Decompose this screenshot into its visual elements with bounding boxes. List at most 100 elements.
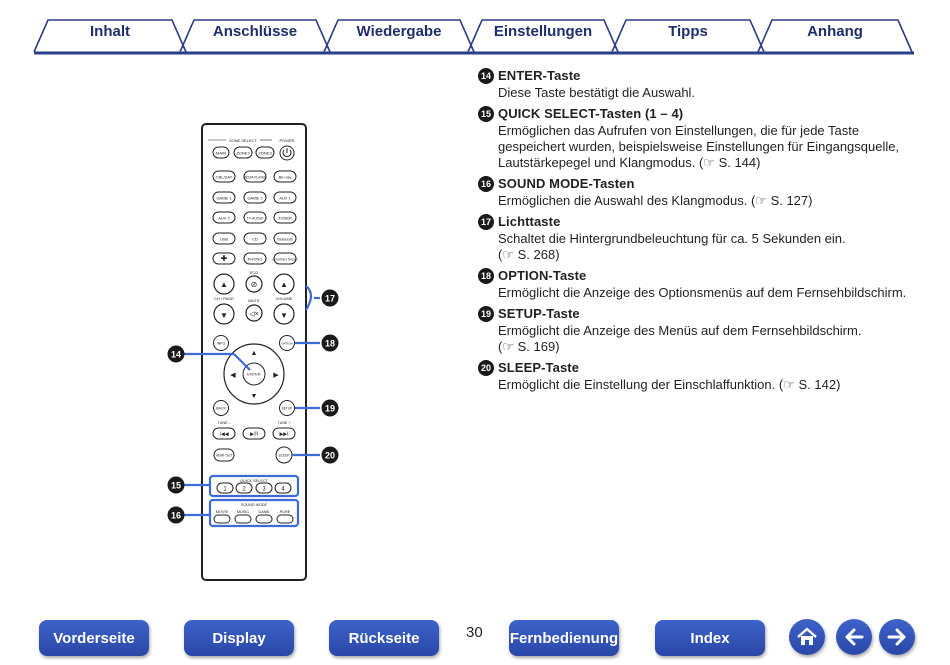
svg-text:MEDIA PLAYER: MEDIA PLAYER bbox=[243, 176, 267, 180]
svg-text:ZONE3: ZONE3 bbox=[258, 151, 272, 156]
item-number: 17 bbox=[478, 213, 494, 230]
svg-text:AUX 2: AUX 2 bbox=[218, 216, 230, 221]
home-icon bbox=[797, 627, 817, 645]
svg-text:GAME 1: GAME 1 bbox=[216, 196, 232, 201]
page-reference-link[interactable]: (☞ S. 142) bbox=[778, 377, 841, 392]
tab-anschluesse[interactable]: Anschlüsse bbox=[212, 23, 298, 40]
nav-index-button[interactable]: Index bbox=[655, 620, 765, 656]
item-description: Ermöglicht die Anzeige des Menüs auf dem… bbox=[498, 323, 862, 338]
item-number: 15 bbox=[478, 105, 494, 122]
top-tab-bar: Inhalt Anschlüsse Wiedergabe Einstellung… bbox=[0, 0, 950, 56]
svg-text:TUNER: TUNER bbox=[278, 216, 292, 221]
svg-text:SETUP: SETUP bbox=[282, 407, 293, 411]
item-title: SOUND MODE-Tasten bbox=[498, 176, 635, 191]
svg-text:▲: ▲ bbox=[251, 350, 258, 357]
favorite-icon: ✚ bbox=[221, 254, 228, 263]
arrow-right-icon bbox=[887, 628, 906, 646]
svg-text:ZONE2: ZONE2 bbox=[236, 151, 250, 156]
hdmi-out-button bbox=[213, 448, 235, 462]
back-button bbox=[213, 400, 229, 416]
tab-inhalt[interactable]: Inhalt bbox=[90, 23, 130, 40]
svg-text:MAIN: MAIN bbox=[216, 151, 226, 156]
svg-text:PHONO: PHONO bbox=[248, 257, 263, 262]
svg-text:▲: ▲ bbox=[220, 280, 228, 289]
tab-einstellungen[interactable]: Einstellungen bbox=[493, 23, 593, 40]
callout-markers bbox=[167, 289, 339, 524]
svg-text:◀: ◀ bbox=[230, 372, 236, 379]
svg-text:2: 2 bbox=[242, 487, 246, 493]
pointing-hand-icon: ☞ bbox=[703, 155, 715, 170]
tab-anhang[interactable]: Anhang bbox=[807, 23, 863, 40]
pointing-hand-icon: ☞ bbox=[783, 377, 795, 392]
svg-text:OPTION: OPTION bbox=[281, 342, 293, 346]
item-number: 19 bbox=[478, 305, 494, 322]
svg-text:ENTER: ENTER bbox=[247, 372, 261, 377]
home-button[interactable] bbox=[789, 619, 825, 655]
nav-vorderseite-button[interactable]: Vorderseite bbox=[39, 620, 149, 656]
svg-text:▼: ▼ bbox=[280, 311, 288, 320]
pointing-hand-icon: ☞ bbox=[502, 339, 514, 354]
tab-outline bbox=[33, 19, 914, 55]
item-number: 20 bbox=[478, 359, 494, 376]
page-number: 30 bbox=[466, 624, 483, 641]
nav-display-button[interactable]: Display bbox=[184, 620, 294, 656]
remote-zone-select-label: ZONE SELECT bbox=[229, 138, 257, 143]
remote-power-label: POWER bbox=[279, 138, 294, 143]
svg-text:PURE: PURE bbox=[280, 510, 291, 514]
tab-wiedergabe[interactable]: Wiedergabe bbox=[356, 23, 442, 40]
svg-text:VOLUME: VOLUME bbox=[276, 296, 293, 301]
svg-text:SLEEP: SLEEP bbox=[279, 454, 291, 458]
svg-text:INTERNET RADIO: INTERNET RADIO bbox=[272, 258, 298, 262]
callout-16: 16 bbox=[171, 511, 181, 521]
callout-20: 20 bbox=[325, 451, 335, 461]
svg-text:MUTE: MUTE bbox=[248, 298, 260, 303]
svg-text:CH / PAGE: CH / PAGE bbox=[214, 296, 234, 301]
item-number: 16 bbox=[478, 175, 494, 192]
svg-text:MUSIC: MUSIC bbox=[237, 510, 249, 514]
svg-text:▲: ▲ bbox=[280, 280, 288, 289]
page-reference-link[interactable]: (☞ S. 144) bbox=[698, 155, 761, 170]
mute-button bbox=[245, 304, 263, 322]
previous-page-button[interactable] bbox=[836, 619, 872, 655]
eco-leaf-icon: ⊘ bbox=[251, 280, 258, 289]
item-title: SLEEP-Taste bbox=[498, 360, 580, 375]
item-description: Ermöglicht die Anzeige des Optionsmenüs … bbox=[498, 285, 907, 300]
eco-button bbox=[245, 275, 263, 293]
pointing-hand-icon: ☞ bbox=[502, 247, 514, 262]
svg-text:AUX 1: AUX 1 bbox=[279, 196, 291, 201]
nav-fernbedienung-button[interactable]: Fernbedienung bbox=[509, 620, 619, 656]
svg-text:▼: ▼ bbox=[220, 311, 228, 320]
item-title: SETUP-Taste bbox=[498, 306, 580, 321]
pointing-hand-icon: ☞ bbox=[755, 193, 767, 208]
svg-text:BACK: BACK bbox=[216, 407, 226, 411]
callout-17: 17 bbox=[325, 294, 335, 304]
option-button bbox=[279, 335, 295, 351]
item-description: gespeichert wurden, beispielsweise Einst… bbox=[498, 139, 900, 154]
callout-15: 15 bbox=[171, 481, 181, 491]
page-reference-link[interactable]: (☞ S. 169) bbox=[498, 339, 560, 354]
svg-text:QUICK SELECT: QUICK SELECT bbox=[240, 479, 269, 483]
callout-19: 19 bbox=[325, 404, 335, 414]
page-reference-link[interactable]: (☞ S. 127) bbox=[750, 193, 813, 208]
previous-icon: I◀◀ bbox=[219, 432, 228, 438]
item-number: 18 bbox=[478, 267, 494, 284]
next-page-button[interactable] bbox=[879, 619, 915, 655]
item-title: ENTER-Taste bbox=[498, 68, 581, 83]
remote-zone3-button bbox=[255, 146, 275, 159]
svg-text:CBL/SAT: CBL/SAT bbox=[216, 175, 233, 180]
info-button bbox=[213, 335, 229, 351]
channel-up-button bbox=[213, 273, 235, 295]
svg-text:▶: ▶ bbox=[273, 372, 279, 379]
setup-button bbox=[279, 400, 295, 416]
svg-text:TUNE –: TUNE – bbox=[218, 421, 231, 425]
page-reference-link[interactable]: (☞ S. 268) bbox=[498, 247, 560, 262]
tab-tipps[interactable]: Tipps bbox=[668, 23, 708, 40]
mute-icon: ◁× bbox=[249, 311, 258, 318]
svg-text:Bluetooth: Bluetooth bbox=[277, 238, 292, 242]
nav-rueckseite-button[interactable]: Rückseite bbox=[329, 620, 439, 656]
